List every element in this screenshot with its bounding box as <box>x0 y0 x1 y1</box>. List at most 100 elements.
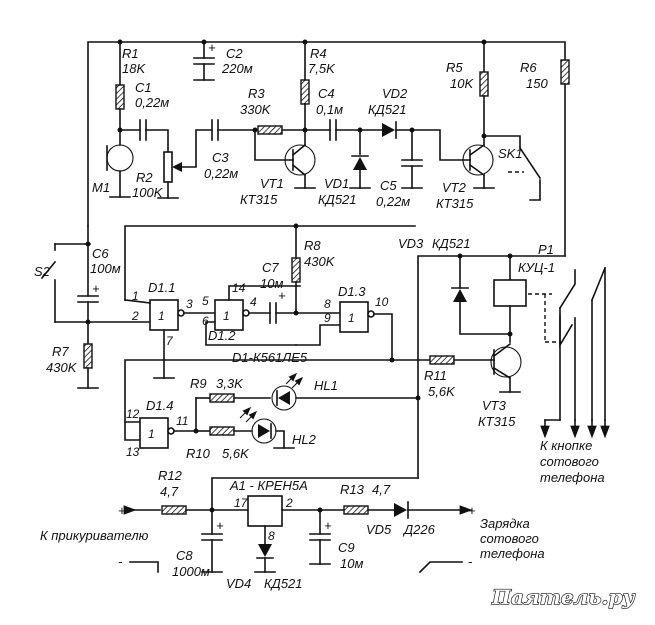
r3-ref: R3 <box>248 86 265 101</box>
microphone-m1: M1 <box>92 144 134 198</box>
c3-ref: C3 <box>212 150 229 165</box>
vd2-value: КД521 <box>368 102 407 117</box>
svg-text:1: 1 <box>148 427 155 441</box>
c9-plus: + <box>324 518 332 533</box>
r7-ref: R7 <box>52 344 69 359</box>
r6-ref: R6 <box>520 60 537 75</box>
diode-vd5: VD5 Д226 + - Зарядка сотового телефона <box>366 501 545 574</box>
d1-package-label: D1-К561ЛЕ5 <box>232 350 308 365</box>
switch-sk1: SK1 <box>483 135 542 201</box>
c7-ref: C7 <box>262 260 279 275</box>
d14-pin-12: 12 <box>126 407 140 421</box>
hl1-ref: HL1 <box>314 378 338 393</box>
r8-ref: R8 <box>304 238 321 253</box>
r2-ref: R2 <box>136 170 153 185</box>
r4-value: 7,5K <box>308 61 336 76</box>
vd1-value: КД521 <box>318 192 357 207</box>
resistor-r5: R5 10K <box>446 39 489 139</box>
c8-plus: + <box>216 518 224 533</box>
d12-pin-14: 14 <box>232 281 246 295</box>
c1-ref: C1 <box>135 80 152 95</box>
vd5-ref: VD5 <box>366 522 392 537</box>
button-label-2: сотового <box>540 454 599 469</box>
r10-value: 5,6K <box>222 446 250 461</box>
vt2-value: КТ315 <box>436 196 474 211</box>
capacitor-c5: C5 0,22м <box>376 129 423 209</box>
transistor-vt1: VT1 КТ315 <box>240 129 316 207</box>
r7-value: 430K <box>46 360 78 375</box>
logic-gate-d1-1: 1 1 2 3 7 D1.1 <box>124 280 216 379</box>
vd2-ref: VD2 <box>382 86 408 101</box>
vt2-ref: VT2 <box>442 180 467 195</box>
top-supply-rail <box>87 41 566 227</box>
c3-value: 0,22м <box>204 166 238 181</box>
c2-ref: C2 <box>226 46 243 61</box>
cigarette-label: К прикуривателю <box>40 528 149 543</box>
resistor-r13: R13 4,7 <box>340 482 395 515</box>
c8-value: 1000м <box>172 564 210 579</box>
capacitor-c3: C3 0,22м <box>204 119 256 181</box>
c6-ref: C6 <box>92 246 109 261</box>
p1-value: КУЦ-1 <box>518 260 555 275</box>
resistor-r12: R12 4,7 <box>158 468 183 499</box>
diode-vd4: VD4 КД521 <box>226 544 303 591</box>
resistor-r10: R10 5,6K <box>186 426 253 461</box>
r12-value: 4,7 <box>160 484 179 499</box>
d1-2-label: D1.2 <box>208 328 236 343</box>
diode-vd1: VD1 КД521 <box>318 129 371 207</box>
a1-pin-17: 17 <box>234 496 249 510</box>
resistor-r9: R9 3,3K <box>190 376 271 403</box>
capacitor-c2: + C2 220м <box>193 39 253 81</box>
r13-ref: R13 <box>340 482 365 497</box>
vd4-value: КД521 <box>264 576 303 591</box>
diode-vd2: VD2 КД521 <box>359 86 415 139</box>
r1-value: 18K <box>122 61 146 76</box>
c2-value: 220м <box>221 61 253 76</box>
site-watermark: Паяmель.ру <box>491 585 635 609</box>
vd4-ref: VD4 <box>226 576 251 591</box>
svg-text:1: 1 <box>223 309 230 323</box>
p1-ref: P1 <box>538 242 554 257</box>
c4-ref: C4 <box>318 86 335 101</box>
charge-label-3: телефона <box>480 546 545 561</box>
d1-1-label: D1.1 <box>148 280 175 295</box>
d12-pin-6: 6 <box>202 314 209 328</box>
vt1-ref: VT1 <box>260 176 284 191</box>
led-hl1: HL1 <box>271 372 421 411</box>
d1-3-label: D1.3 <box>338 284 366 299</box>
transistor-vt3: VT3 КТ315 <box>478 342 522 429</box>
d11-pin-3: 3 <box>186 297 193 311</box>
vd3-ref: VD3 <box>398 236 424 251</box>
input-plus: + <box>118 503 126 518</box>
c9-ref: C9 <box>338 540 355 555</box>
resistor-r7: R7 430K <box>46 321 99 389</box>
a1-label: A1 - КРЕН5А <box>229 478 308 493</box>
capacitor-c1: C1 0,22м <box>117 80 169 153</box>
resistor-r6: R6 150 <box>417 59 570 479</box>
sk1-ref: SK1 <box>498 146 523 161</box>
resistor-r3: R3 330K <box>240 86 308 135</box>
r13-value: 4,7 <box>372 482 391 497</box>
d11-pin-2: 2 <box>131 309 139 323</box>
a1-pin-8: 8 <box>268 529 275 543</box>
c6-plus: + <box>92 281 100 296</box>
logic-gate-d1-3: 1 8 9 10 D1.3 <box>295 284 431 363</box>
r5-ref: R5 <box>446 60 463 75</box>
c7-plus: + <box>278 288 286 303</box>
vt1-value: КТ315 <box>240 192 278 207</box>
c5-value: 0,22м <box>376 194 410 209</box>
r1-ref: R1 <box>122 46 139 61</box>
power-section: + - К прикуривателю <box>40 477 419 573</box>
r5-value: 10K <box>450 76 474 91</box>
c8-ref: C8 <box>176 548 193 563</box>
capacitor-c8: + C8 1000м <box>172 509 224 579</box>
led-hl2: HL2 <box>239 406 317 449</box>
potentiometer-r2: R2 100K <box>132 129 213 200</box>
relay-p1: P1 КУЦ-1 <box>493 242 562 343</box>
r4-ref: R4 <box>310 46 327 61</box>
resistor-r11: R11 5,6K <box>424 355 495 399</box>
r6-value: 150 <box>526 76 548 91</box>
output-minus: - <box>468 554 473 569</box>
d11-pin-7: 7 <box>166 334 174 348</box>
